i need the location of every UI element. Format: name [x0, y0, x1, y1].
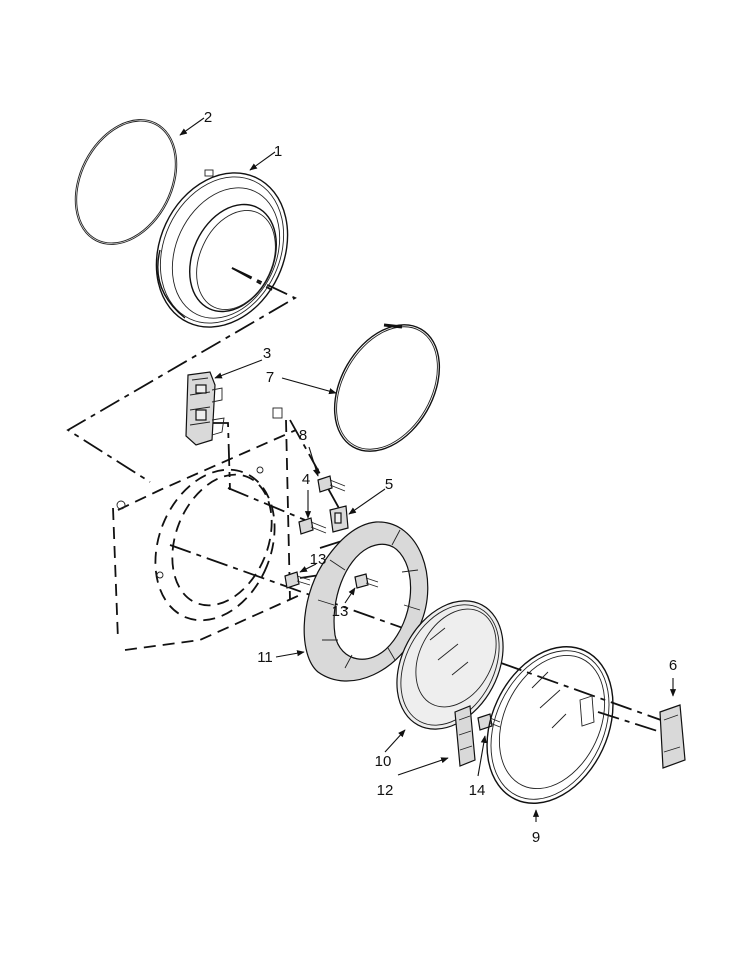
callout-3: 3 — [263, 345, 271, 362]
callout-1: 1 — [274, 143, 282, 160]
leader-lines — [179, 117, 677, 822]
callout-2: 2 — [204, 109, 212, 126]
callout-9: 9 — [532, 829, 540, 846]
part-6-handle-cover — [659, 704, 686, 769]
part-10-door-bowl — [396, 600, 504, 730]
part-5-bracket — [329, 505, 349, 533]
callout-8: 8 — [299, 427, 307, 444]
callout-14: 14 — [469, 782, 486, 799]
part-1-bezel — [155, 169, 289, 328]
callout-11: 11 — [257, 649, 273, 666]
callout-4: 4 — [302, 471, 310, 488]
callout-13a: 13 — [310, 551, 327, 568]
part-3-latch-switch — [185, 371, 225, 446]
part-9-outer-door — [486, 646, 614, 804]
part-7-gasket-ring — [333, 323, 441, 452]
part-12-hinge — [454, 705, 476, 767]
part-8-screw — [317, 475, 346, 493]
callout-6: 6 — [669, 657, 677, 674]
callout-13b: 13 — [332, 603, 349, 620]
part-4-screw — [298, 517, 327, 535]
part-13-screw-b — [354, 573, 379, 589]
callout-7: 7 — [266, 369, 274, 386]
part-13-screw-a — [284, 571, 311, 589]
callout-10: 10 — [375, 753, 392, 770]
callout-5: 5 — [385, 476, 393, 493]
callout-12: 12 — [377, 782, 394, 799]
cabinet-front-panel — [112, 407, 301, 651]
part-11-inner-door-frame — [303, 521, 429, 682]
callout-labels: 2 1 3 7 8 4 5 13 13 11 10 12 14 9 6 — [204, 109, 677, 846]
part-2-seal-ring — [74, 119, 178, 245]
